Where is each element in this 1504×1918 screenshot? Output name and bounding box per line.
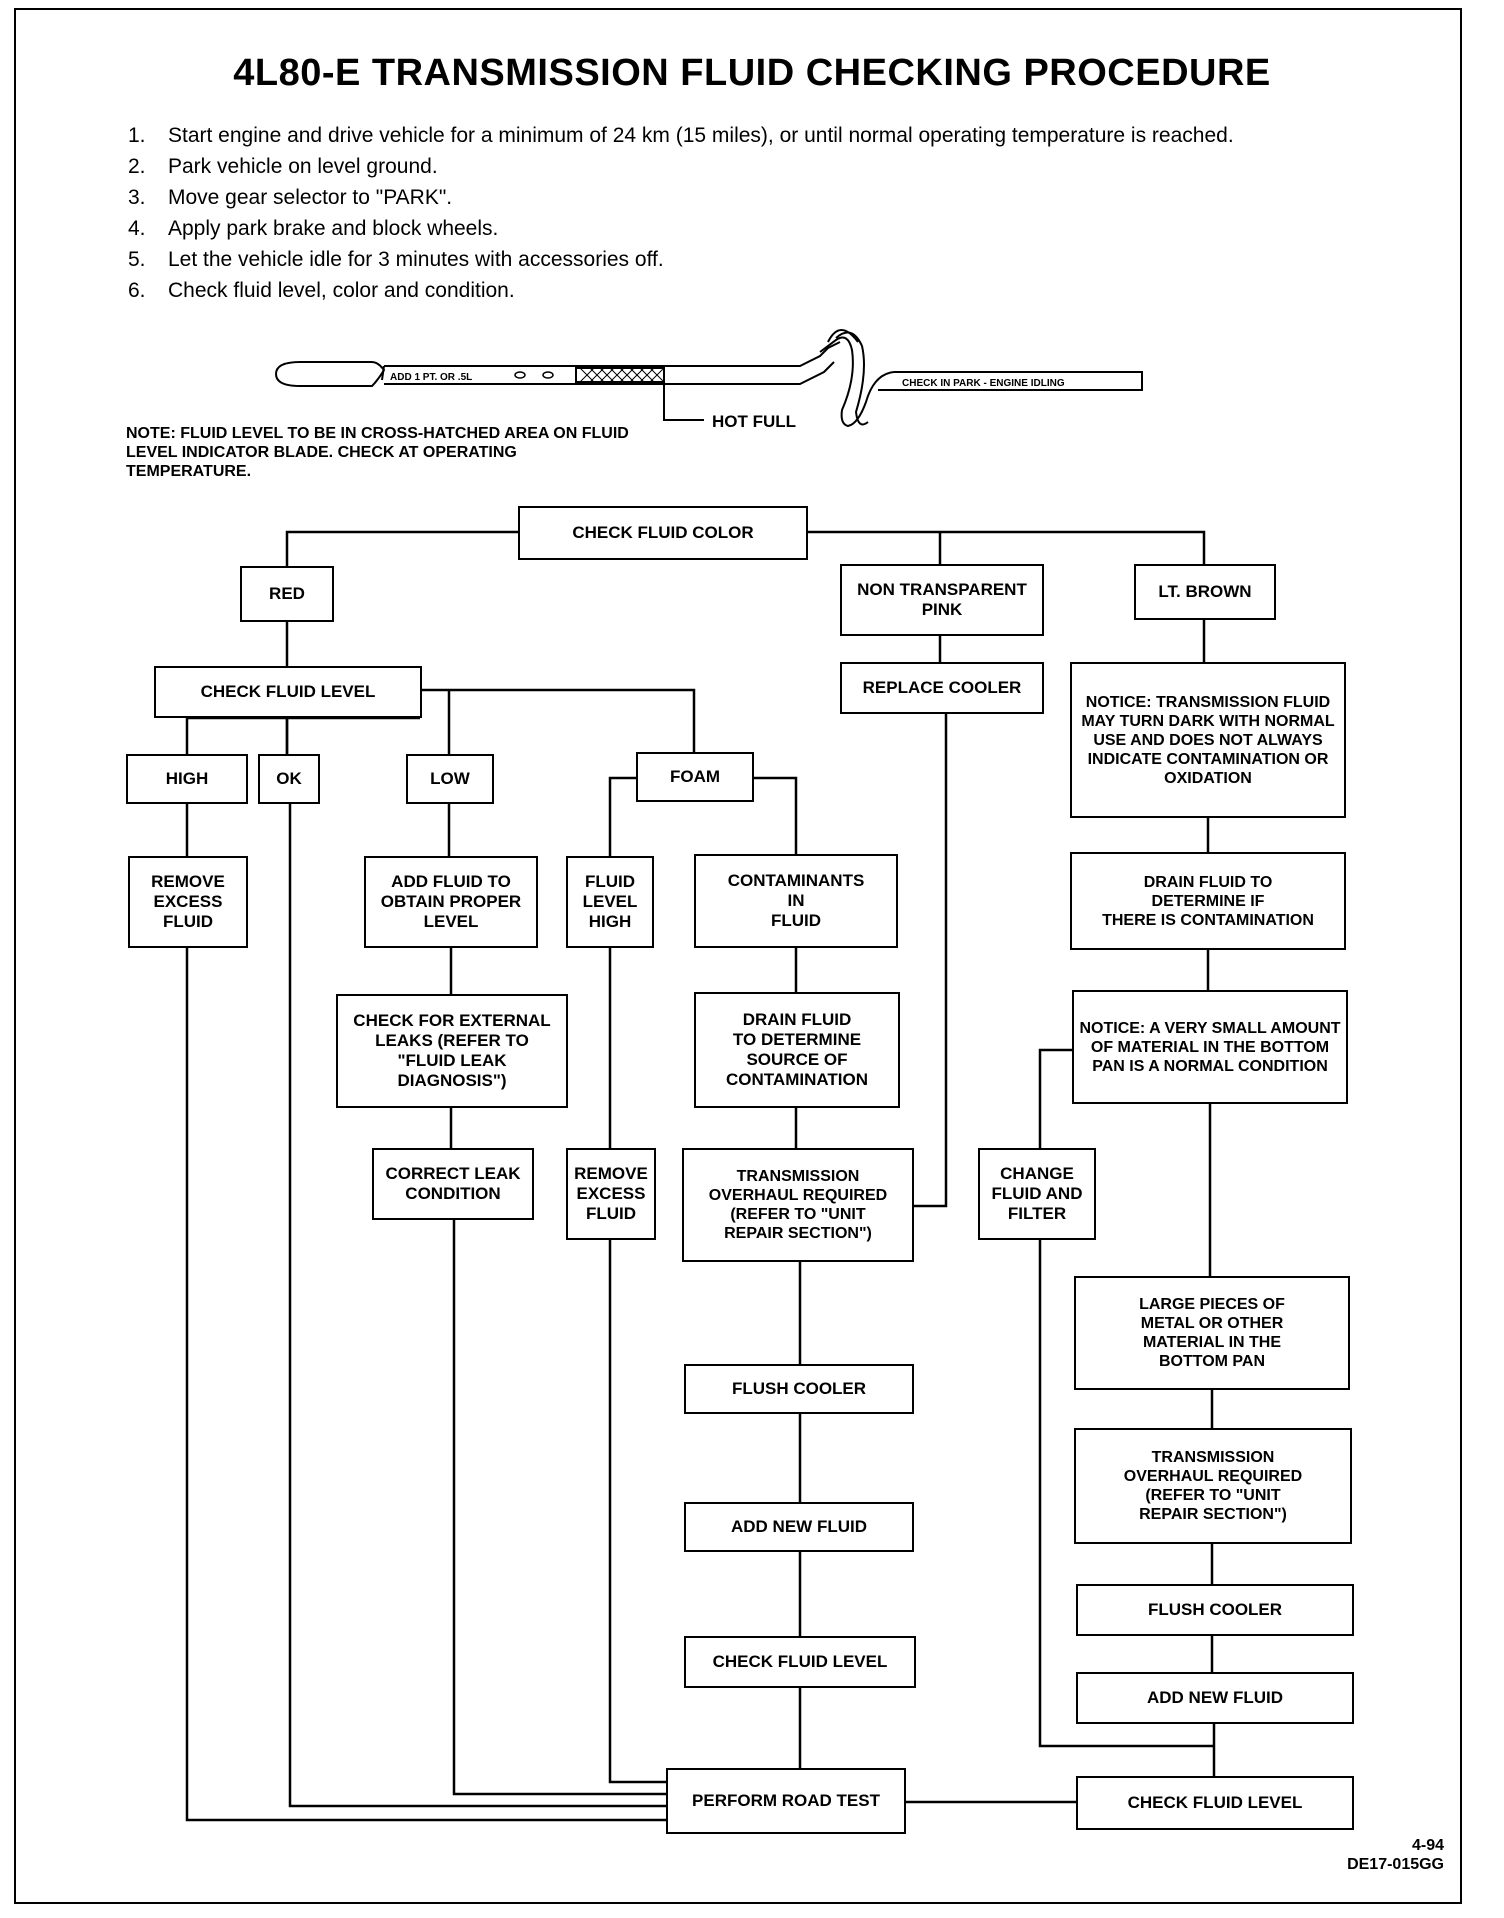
page-number: 4-94 <box>1411 1837 1444 1854</box>
page-title: 4L80-E TRANSMISSION FLUID CHECKING PROCE… <box>233 52 1271 94</box>
page-footer: 4-94 DE17-015GG <box>1347 1836 1444 1874</box>
fluid-level-note: NOTE: FLUID LEVEL TO BE IN CROSS-HATCHED… <box>126 425 629 480</box>
overhaul-required-2-box: TRANSMISSION OVERHAUL REQUIRED (REFER TO… <box>1074 1428 1352 1544</box>
drain-fluid-source-box: DRAIN FLUID TO DETERMINE SOURCE OF CONTA… <box>694 992 900 1108</box>
add-new-fluid-2-box: ADD NEW FLUID <box>1076 1672 1354 1724</box>
check-fluid-level-3-box: CHECK FLUID LEVEL <box>1076 1776 1354 1830</box>
dipstick-add-label: ADD 1 PT. OR .5L <box>390 372 472 383</box>
correct-leak-condition-box: CORRECT LEAK CONDITION <box>372 1148 534 1220</box>
high-box: HIGH <box>126 754 248 804</box>
lt-brown-box: LT. BROWN <box>1134 564 1276 620</box>
large-pieces-box: LARGE PIECES OF METAL OR OTHER MATERIAL … <box>1074 1276 1350 1390</box>
hot-full-label: HOT FULL <box>712 412 797 431</box>
step-item: 6.Check fluid level, color and condition… <box>128 279 515 302</box>
step-item: 1.Start engine and drive vehicle for a m… <box>128 124 1234 147</box>
perform-road-test-box: PERFORM ROAD TEST <box>666 1768 906 1834</box>
flush-cooler-2-box: FLUSH COOLER <box>1076 1584 1354 1636</box>
change-fluid-filter-box: CHANGE FLUID AND FILTER <box>978 1148 1096 1240</box>
step-item: 4.Apply park brake and block wheels. <box>128 217 499 240</box>
notice-small-material-box: NOTICE: A VERY SMALL AMOUNT OF MATERIAL … <box>1072 990 1348 1104</box>
non-transparent-pink-box: NON TRANSPARENT PINK <box>840 564 1044 636</box>
ok-box: OK <box>258 754 320 804</box>
check-fluid-color-box: CHECK FLUID COLOR <box>518 506 808 560</box>
check-fluid-level-box: CHECK FLUID LEVEL <box>154 666 422 718</box>
check-fluid-level-2-box: CHECK FLUID LEVEL <box>684 1636 916 1688</box>
foam-box: FOAM <box>636 752 754 802</box>
remove-excess-fluid-2-box: REMOVE EXCESS FLUID <box>566 1148 656 1240</box>
red-box: RED <box>240 566 334 622</box>
procedure-steps: 1.Start engine and drive vehicle for a m… <box>128 120 1288 306</box>
fluid-level-high-box: FLUID LEVEL HIGH <box>566 856 654 948</box>
page-border <box>14 8 1462 1904</box>
flush-cooler-1-box: FLUSH COOLER <box>684 1364 914 1414</box>
drain-fluid-determine-box: DRAIN FLUID TO DETERMINE IF THERE IS CON… <box>1070 852 1346 950</box>
notice-dark-fluid-box: NOTICE: TRANSMISSION FLUID MAY TURN DARK… <box>1070 662 1346 818</box>
step-item: 3.Move gear selector to "PARK". <box>128 186 453 209</box>
contaminants-in-fluid-box: CONTAMINANTS IN FLUID <box>694 854 898 948</box>
step-item: 5.Let the vehicle idle for 3 minutes wit… <box>128 248 664 271</box>
add-new-fluid-1-box: ADD NEW FLUID <box>684 1502 914 1552</box>
check-external-leaks-box: CHECK FOR EXTERNAL LEAKS (REFER TO "FLUI… <box>336 994 568 1108</box>
overhaul-required-1-box: TRANSMISSION OVERHAUL REQUIRED (REFER TO… <box>682 1148 914 1262</box>
remove-excess-fluid-box: REMOVE EXCESS FLUID <box>128 856 248 948</box>
dipstick-check-label: CHECK IN PARK - ENGINE IDLING <box>902 378 1065 389</box>
add-fluid-proper-level-box: ADD FLUID TO OBTAIN PROPER LEVEL <box>364 856 538 948</box>
low-box: LOW <box>406 754 494 804</box>
replace-cooler-box: REPLACE COOLER <box>840 662 1044 714</box>
step-item: 2.Park vehicle on level ground. <box>128 155 438 178</box>
document-code: DE17-015GG <box>1347 1856 1444 1873</box>
